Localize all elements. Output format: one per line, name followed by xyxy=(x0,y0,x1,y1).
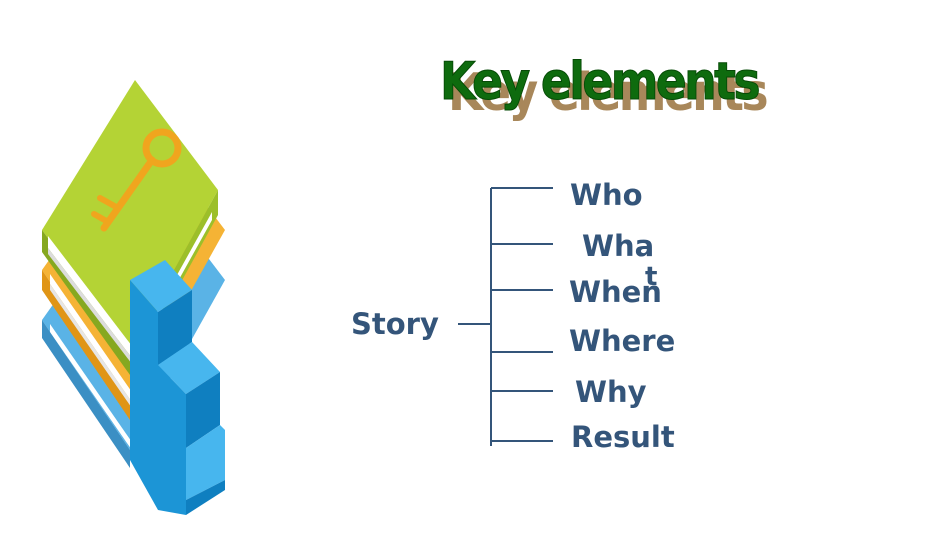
branch-label-why: Why xyxy=(575,375,647,409)
root-label-story: Story xyxy=(351,307,439,341)
title-block: Key elements Key elements xyxy=(440,50,770,145)
branch-label-when: When xyxy=(569,275,662,309)
books-key-stairs-icon xyxy=(42,80,225,515)
key-icon xyxy=(91,128,182,232)
branch-label-where: Where xyxy=(569,324,676,358)
branch-label-what-t: t xyxy=(645,262,658,292)
title-shadow: Key elements xyxy=(448,63,769,123)
branch-label-who: Who xyxy=(570,178,643,212)
page-title: Key elements xyxy=(440,52,761,112)
branch-label-result: Result xyxy=(571,420,675,454)
branch-label-what: Wha xyxy=(582,229,655,263)
staircase xyxy=(130,260,225,515)
